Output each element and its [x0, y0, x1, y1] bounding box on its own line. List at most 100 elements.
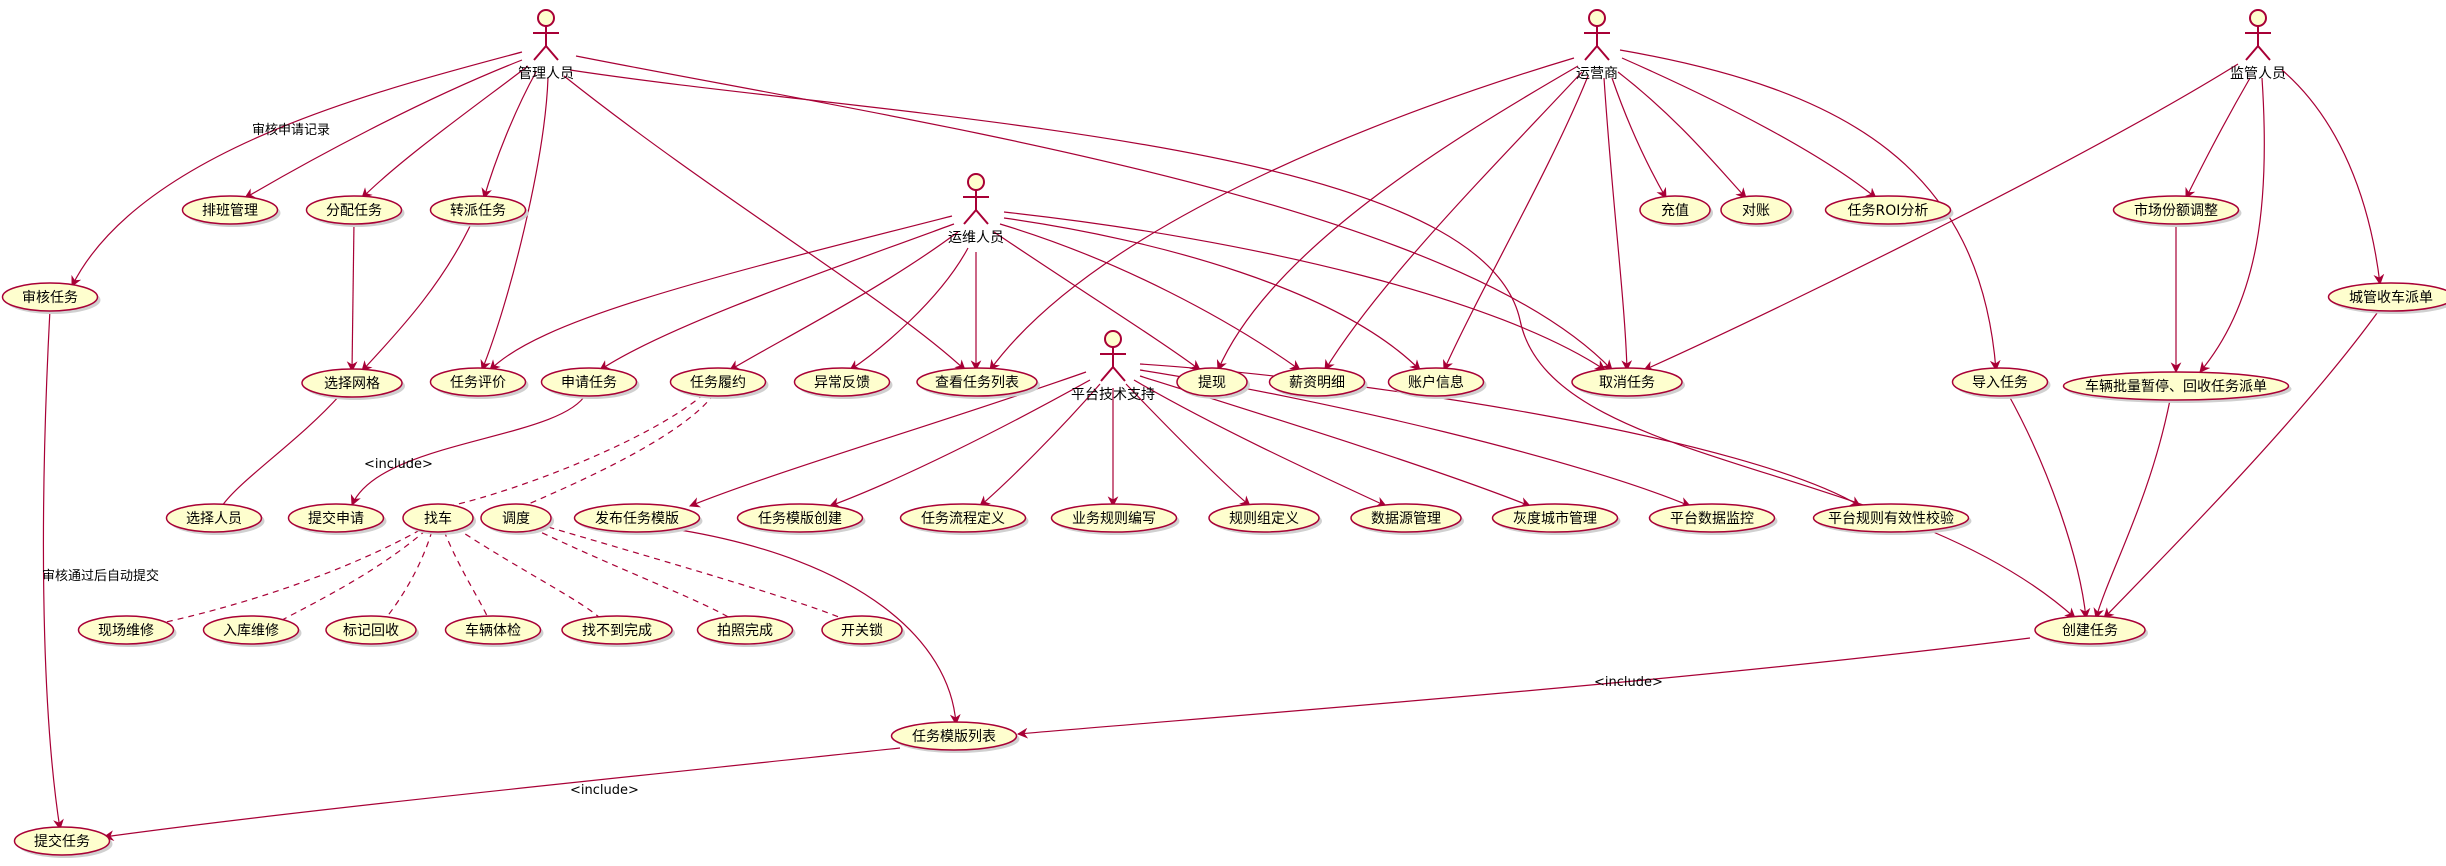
- usecase-label: 发布任务模版: [595, 511, 679, 527]
- usecase-ellipse: [1648, 503, 1776, 533]
- usecase-label: 平台规则有效性校验: [1828, 510, 1954, 527]
- actors-layer: 管理人员运维人员运营商监管人员平台技术支持: [518, 9, 2286, 403]
- dashed-edge-perform-to-findcar: [449, 393, 705, 507]
- usecase-datasource: 数据源管理: [1350, 503, 1464, 535]
- usecase-label: 任务ROI分析: [1848, 203, 1929, 219]
- actor-supervisor: 监管人员: [2230, 9, 2286, 82]
- actor-head-icon: [537, 9, 555, 27]
- edge-assign-to-grid: [346, 221, 358, 373]
- edge-tech-to-rulecheck: [1139, 363, 1861, 507]
- usecase-ellipse: [1824, 195, 1952, 225]
- usecase-label: 导入任务: [1972, 375, 2028, 391]
- usecase-label: 转派任务: [450, 203, 506, 219]
- dashed-edge-findcar-to-markrecycle: [385, 530, 433, 619]
- edge-label-include-tpl: <include>: [570, 783, 639, 798]
- edges-layer: [42, 49, 2385, 842]
- actor-body-icon: [1584, 26, 1610, 61]
- edge-tech-to-datasource: [1133, 379, 1387, 507]
- usecase-salary: 薪资明细: [1268, 367, 1368, 399]
- usecase-label: 提交申请: [308, 510, 364, 527]
- usecase-ellipse: [2062, 371, 2290, 401]
- actor-head-icon: [1588, 9, 1606, 27]
- usecase-ellipse: [561, 615, 673, 645]
- usecase-ellipse: [444, 615, 542, 645]
- usecase-label: 充值: [1661, 203, 1689, 219]
- usecase-rulecheck: 平台规则有效性校验: [1812, 503, 1972, 535]
- actor-tech: 平台技术支持: [1071, 330, 1155, 403]
- edge-tech-to-rulegroup: [1125, 383, 1251, 507]
- edge-ops-to-withdraw: [993, 231, 1201, 371]
- usecase-label: 对账: [1742, 203, 1770, 219]
- usecase-ellipse: [305, 195, 403, 225]
- dashed-edge-findcar-to-notfound: [455, 527, 601, 619]
- usecase-label: 拍照完成: [717, 623, 773, 639]
- usecase-label: 车辆体检: [465, 622, 521, 639]
- edge-label-include-apply: <include>: [364, 457, 433, 472]
- usecase-label: 提交任务: [34, 833, 90, 850]
- usecase-label: 取消任务: [1599, 375, 1655, 391]
- usecase-submit: 提交任务: [13, 826, 113, 858]
- usecase-gray: 灰度城市管理: [1491, 503, 1621, 535]
- edge-supervisor-to-cancel: [1643, 63, 2239, 371]
- usecase-label: 入库维修: [223, 623, 279, 639]
- usecase-lock: 开关锁: [821, 615, 905, 647]
- usecase-citycar: 城管收车派单: [2327, 282, 2446, 314]
- actor-label: 平台技术支持: [1071, 387, 1155, 403]
- usecase-roi: 任务ROI分析: [1824, 195, 1954, 227]
- edge-transfer-to-grid: [361, 221, 473, 372]
- usecase-label: 分配任务: [326, 203, 382, 219]
- usecase-ellipse: [793, 367, 891, 397]
- actor-ops: 运维人员: [948, 173, 1004, 246]
- edge-ops-to-account: [1003, 217, 1421, 371]
- usecase-abnormal: 异常反馈: [793, 367, 893, 399]
- edge-admin-to-schedule: [244, 59, 523, 199]
- usecase-label: 排班管理: [202, 203, 258, 219]
- usecase-ellipse: [821, 615, 903, 645]
- usecase-cancel: 取消任务: [1571, 367, 1685, 399]
- edge-admin-to-review: [71, 51, 523, 287]
- edge-tpllist-to-submit: [102, 747, 901, 842]
- usecase-ellipse: [325, 615, 417, 645]
- usecase-publish: 发布任务模版: [573, 503, 703, 535]
- actor-body-icon: [2245, 26, 2271, 61]
- usecase-review: 审核任务: [1, 282, 101, 314]
- usecase-ellipse: [165, 503, 263, 533]
- usecase-ellipse: [1812, 503, 1970, 533]
- edge-publish-to-tpllist: [679, 529, 961, 726]
- edge-tech-to-tplcreate: [828, 379, 1091, 508]
- usecase-ellipse: [1208, 503, 1320, 533]
- edge-label-include-create: <include>: [1594, 675, 1663, 690]
- usecase-label: 任务模版创建: [758, 511, 842, 527]
- actor-head-icon: [2249, 9, 2267, 27]
- usecase-ellipse: [696, 615, 794, 645]
- usecase-ellipse: [1571, 367, 1683, 397]
- edge-operator-to-roi: [1621, 57, 1877, 199]
- edge-admin-to-assign: [361, 65, 529, 199]
- edge-label-auto-submit: 审核通过后自动提交: [42, 568, 159, 584]
- usecase-label: 任务评价: [450, 375, 506, 391]
- usecase-ellipse: [429, 367, 527, 397]
- dashed-edge-findcar-to-warehouse: [281, 529, 427, 621]
- usecase-ellipse: [899, 503, 1027, 533]
- usecase-label: 城管收车派单: [2349, 289, 2433, 306]
- usecase-label: 数据源管理: [1371, 511, 1441, 527]
- usecase-ellipse: [1050, 503, 1178, 533]
- edge-operator-to-recharge: [1611, 77, 1667, 199]
- usecase-submitApply: 提交申请: [287, 503, 387, 535]
- usecase-inspect: 车辆体检: [444, 615, 544, 647]
- edge-operator-to-reconcile: [1617, 71, 1747, 199]
- edge-ops-to-cancel: [1003, 211, 1606, 371]
- edge-tech-to-flowdef: [979, 383, 1101, 507]
- usecase-ellipse: [669, 367, 767, 397]
- usecase-label: 薪资明细: [1289, 375, 1345, 391]
- edge-admin-to-cancel: [575, 55, 1613, 371]
- usecase-ellipse: [1, 282, 99, 312]
- edge-supervisor-to-citycar: [2281, 69, 2385, 286]
- edge-apply-to-submitApply: [350, 393, 587, 506]
- usecase-ellipse: [1720, 195, 1792, 225]
- usecase-label: 提现: [1198, 375, 1226, 391]
- usecase-market: 市场份额调整: [2112, 195, 2242, 227]
- usecase-ellipse: [2112, 195, 2240, 225]
- usecase-rulewrite: 业务规则编写: [1050, 503, 1180, 535]
- usecase-ellipse: [402, 503, 474, 533]
